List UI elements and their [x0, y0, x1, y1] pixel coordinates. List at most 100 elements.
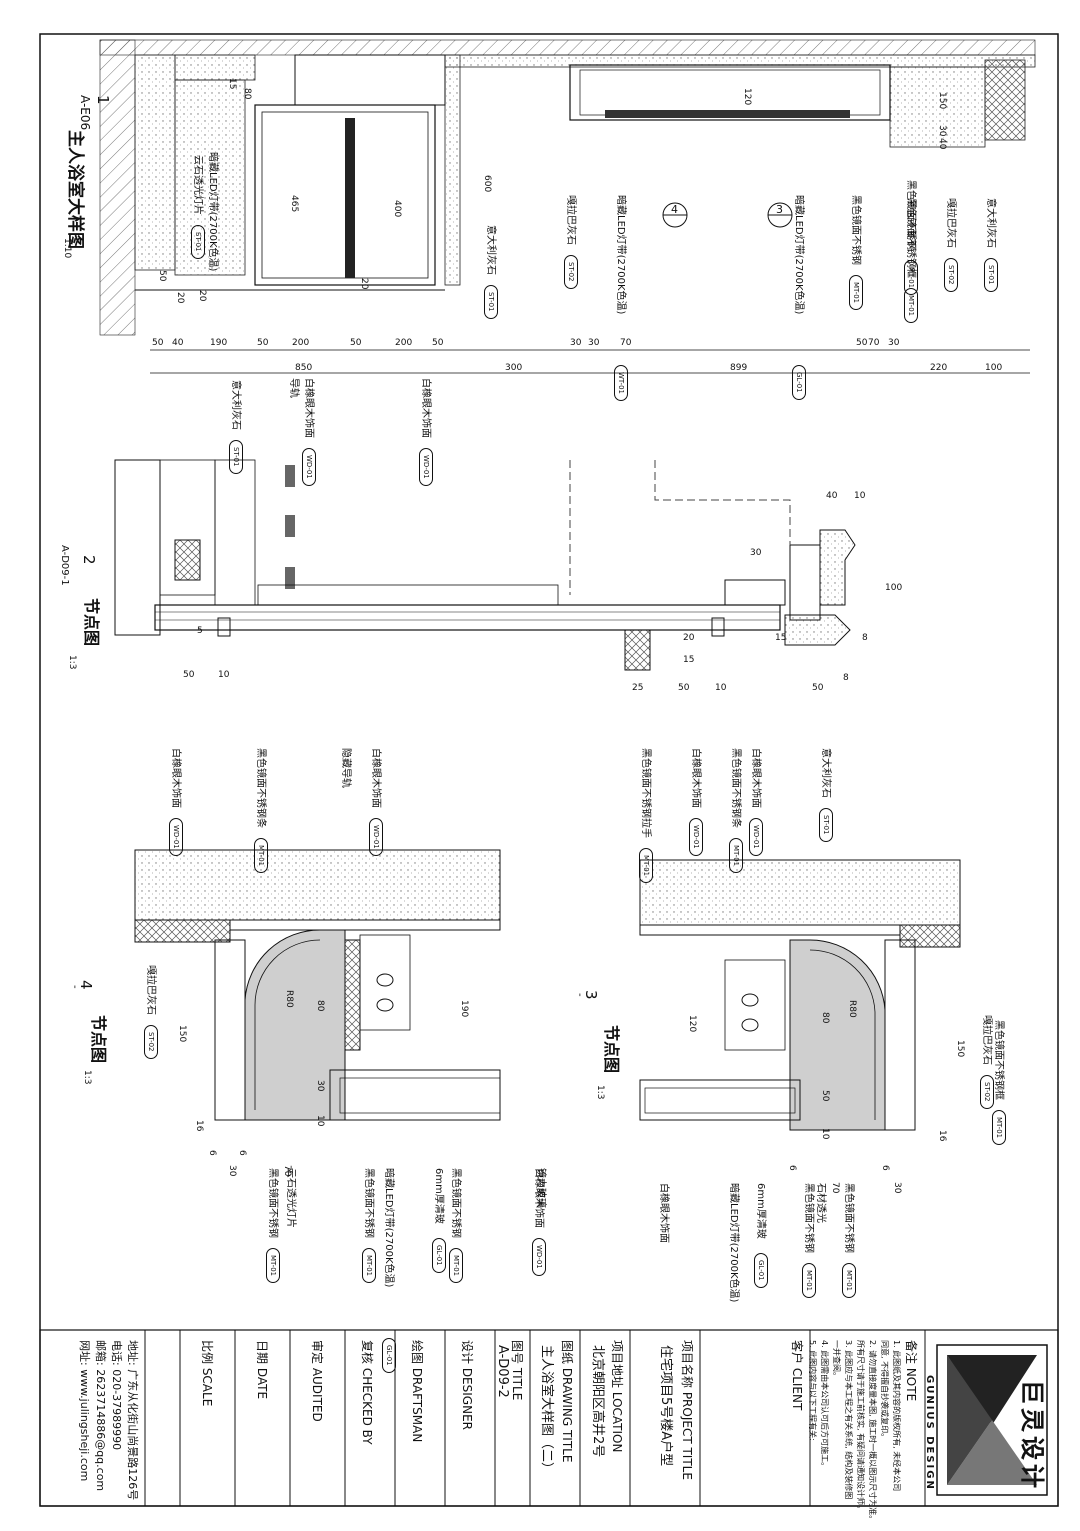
dimension-label: 10	[715, 683, 727, 693]
callout-label: 暗藏LED灯带(2700K色温)	[383, 1168, 394, 1288]
note-line: 4. 此图需由本公司认可后方可施工。	[820, 1340, 829, 1471]
section-marker-3: 3	[767, 202, 793, 228]
dimension-label: 120	[687, 1015, 697, 1032]
material-code-badge: MT-01	[904, 288, 918, 324]
dimension-label: 50	[183, 670, 195, 680]
callout-label: 白橡眼木饰面	[533, 1168, 544, 1228]
callout-label: 嘎拉巴灰石	[145, 965, 156, 1015]
material-code-badge: ST-02	[564, 255, 578, 289]
material-code-badge: GL-01	[792, 365, 806, 400]
callout-label: 黑色镜面不锈钢	[267, 1168, 278, 1238]
dimension-label: 150	[955, 1040, 965, 1057]
dimension-label: 30	[892, 1182, 902, 1194]
material-code-badge: MT-01	[639, 848, 653, 884]
company-phone: 电话: 020-37989990	[110, 1340, 123, 1451]
dimension-label: 50	[856, 338, 868, 348]
callout-label: 导轨	[288, 378, 299, 398]
dimension-label: 25	[632, 683, 643, 693]
drawing-no-value: A-D09-2	[495, 1345, 510, 1398]
material-code-badge: WD-01	[749, 818, 763, 856]
material-code-badge: ST-02	[144, 1025, 158, 1059]
material-code-badge: MT-01	[849, 275, 863, 311]
material-code-badge: MT-01	[254, 838, 268, 874]
material-code-badge: MT-01	[449, 1248, 463, 1284]
svg-text:4: 4	[671, 203, 678, 216]
dimension-label: 80	[242, 88, 252, 100]
view-3-scale: 1:3	[595, 1085, 605, 1100]
dimension-label: 300	[505, 363, 522, 373]
dimension-label: 190	[459, 1000, 469, 1017]
dimension-label: 6	[787, 1165, 797, 1171]
note-line: 3. 此图应与本工程之有关系统, 结构及装修图	[844, 1340, 853, 1500]
view-1-scale: 1:10	[62, 238, 72, 259]
callout-label: 6mm厚清玻	[433, 1168, 444, 1224]
dimension-label: 16	[194, 1120, 204, 1132]
dimension-label: 6	[880, 1165, 890, 1171]
dimension-label: 6	[207, 1150, 217, 1156]
dimension-label: 899	[730, 363, 747, 373]
dimension-label: 50	[350, 338, 362, 348]
view-4-title: 节点图	[89, 1015, 108, 1064]
dimension-label: 120	[742, 88, 752, 105]
callout-label: 黑色镜面不锈钢拉手	[640, 748, 651, 838]
view-1-number: 1	[94, 95, 112, 105]
callout-label: 黑色镜面不锈钢	[450, 1168, 461, 1238]
note-line: 2. 请勿直接度量本图, 施工时一概以图示尺寸为准。	[868, 1340, 877, 1524]
dimension-label: 20	[175, 292, 185, 304]
dimension-label: 8	[862, 633, 868, 643]
dimension-label: 50	[678, 683, 690, 693]
scale-label: 比例 SCALE	[200, 1340, 214, 1407]
material-code-badge: WT-01	[614, 365, 628, 401]
callout-label: 黑色镜面不锈钢条	[255, 748, 266, 828]
callout-label: 嘎拉巴灰石	[565, 195, 576, 245]
designer-label: 设计 DESIGNER	[460, 1340, 474, 1430]
dimension-label: 8	[843, 673, 849, 683]
svg-text:3: 3	[776, 203, 783, 216]
dimension-label: 400	[392, 200, 402, 217]
dimension-label: 15	[683, 655, 694, 665]
callout-label: 暗藏LED灯带(2700K色温)	[207, 152, 218, 272]
dimension-label: 40	[826, 491, 838, 501]
material-code-badge: GL-01	[754, 1253, 768, 1288]
dimension-label: 70	[868, 338, 880, 348]
callout-label: 黑色镜面不锈钢	[363, 1168, 374, 1238]
material-code-badge: WD-01	[532, 1238, 546, 1276]
company-logo	[936, 1344, 1048, 1496]
dimension-label: 30	[570, 338, 582, 348]
company-website: 网址: www.julingsheji.com	[78, 1340, 91, 1482]
dimension-label: 100	[985, 363, 1002, 373]
company-email: 邮箱: 2623714886@qq.com	[94, 1340, 107, 1492]
dimension-label: 50	[157, 270, 167, 282]
dimension-label: 30	[937, 125, 947, 137]
callout-label: 云石透光灯片	[285, 1168, 296, 1228]
drawing-title-value: 主人浴室大样图（二）	[539, 1345, 554, 1476]
material-code-badge: ST-02	[944, 258, 958, 292]
view-2-number: 2	[80, 555, 98, 565]
callout-label: 暗藏LED灯带(2700K色温)	[793, 195, 804, 315]
view-4-node	[134, 849, 501, 1121]
dimension-label: 20	[359, 278, 369, 290]
dimension-label: R80	[847, 1000, 857, 1018]
material-code-badge: ST-01	[984, 258, 998, 292]
dimension-label: 15	[775, 633, 786, 643]
dimension-label: 20	[683, 633, 695, 643]
dimension-label: 70	[282, 1165, 292, 1177]
note-line: 所有尺寸请于施工前核实, 有疑问请通知设计师。	[856, 1340, 865, 1514]
title-block	[39, 1329, 1059, 1507]
view-2-node	[114, 459, 856, 671]
view-1-plan	[99, 39, 1036, 374]
callout-label: 意大利灰石	[820, 748, 831, 798]
dimension-label: 50	[152, 338, 164, 348]
dimension-label: 30	[315, 1080, 325, 1092]
date-label: 日期 DATE	[255, 1340, 269, 1400]
dimension-label: 850	[295, 363, 312, 373]
dimension-label: 10	[315, 1115, 325, 1127]
dimension-label: 20	[197, 290, 207, 302]
dimension-label: 10	[854, 491, 866, 501]
dimension-label: 50	[432, 338, 444, 348]
